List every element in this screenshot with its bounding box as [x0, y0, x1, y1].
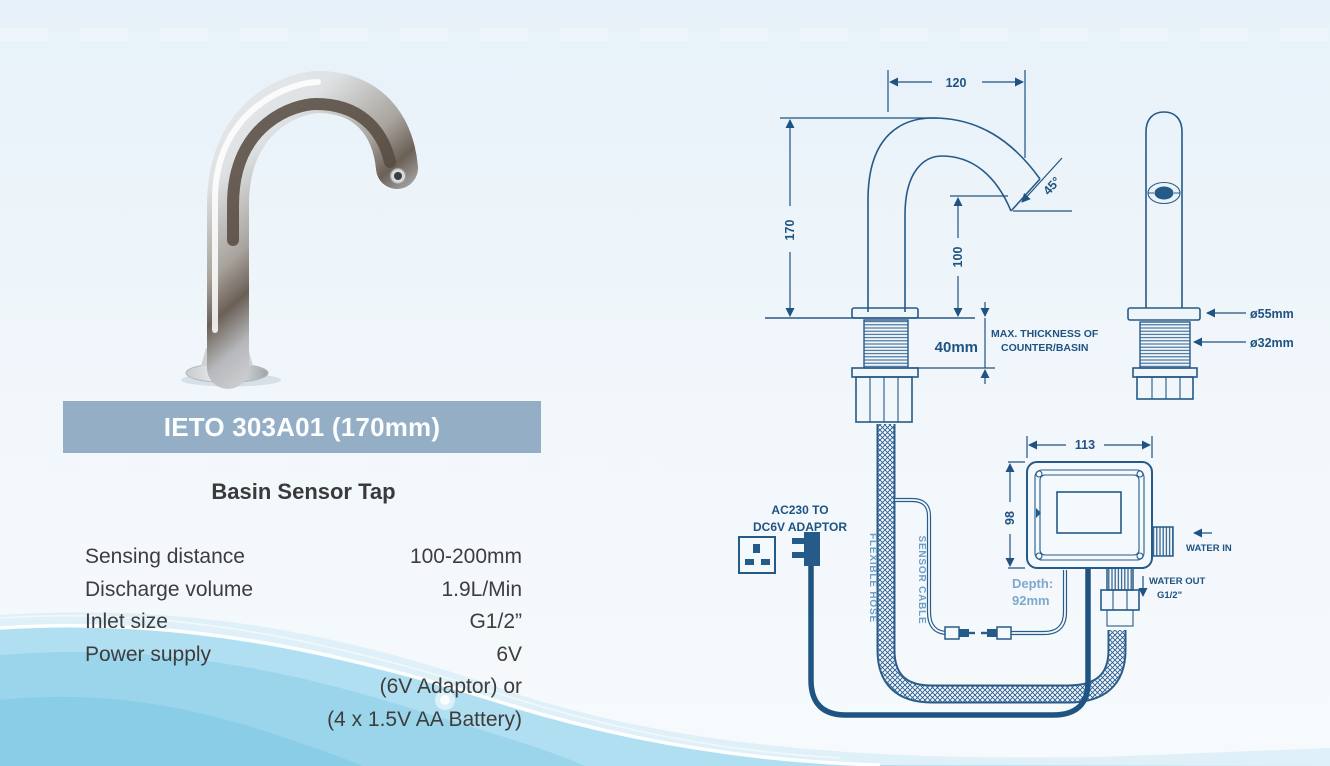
water-out-label-1: WATER OUT	[1149, 576, 1205, 587]
tap-side-view	[765, 117, 1041, 423]
box-width-text: 113	[1075, 438, 1095, 452]
water-out-label-2: G1/2"	[1157, 590, 1182, 601]
product-name: Basin Sensor Tap	[211, 479, 396, 504]
dim-height-text: 170	[783, 220, 797, 241]
dimension-angle-45: 45°	[1013, 157, 1072, 212]
model-banner-text: IETO 303A01 (170mm)	[163, 411, 441, 442]
dimension-height-170: 170	[783, 119, 797, 317]
spec-row: Discharge volume 1.9L/Min	[85, 574, 522, 607]
dimension-box-width-113: 113	[1026, 436, 1153, 458]
cable-connector-pair	[944, 626, 1012, 640]
tap-photo-shape	[181, 70, 418, 389]
spec-row: (6V Adaptor) or	[85, 671, 522, 704]
dimension-box-height-98: 98	[1003, 461, 1025, 569]
spec-label: Discharge volume	[85, 577, 254, 601]
model-banner: IETO 303A01 (170mm)	[63, 401, 541, 453]
product-photo-tap	[181, 70, 418, 389]
depth-value-text: 92mm	[1012, 593, 1050, 608]
spec-value: G1/2”	[469, 610, 522, 634]
depth-label-text: Depth:	[1012, 576, 1053, 591]
spec-label: Power supply	[85, 642, 212, 666]
flexible-hose-label: FLEXIBLE HOSE	[867, 533, 878, 623]
background-stripe	[0, 28, 1330, 41]
flange-dia-text: ø55mm	[1250, 307, 1294, 321]
water-wave-graphic	[0, 612, 1330, 766]
box-depth-label: Depth: 92mm	[1012, 576, 1053, 608]
shank-dia-text: ø32mm	[1250, 336, 1294, 350]
spec-label: Inlet size	[85, 610, 168, 634]
callout-flange-dia: ø55mm	[1206, 307, 1294, 321]
box-height-text: 98	[1003, 511, 1017, 525]
power-cable	[808, 564, 1091, 718]
spec-row: Inlet size G1/2”	[85, 606, 522, 639]
spec-list: Sensing distance 100-200mm Discharge vol…	[85, 541, 522, 737]
spec-row: (4 x 1.5V AA Battery)	[85, 704, 522, 737]
flexible-hose	[876, 424, 1127, 704]
spec-value: (4 x 1.5V AA Battery)	[327, 707, 522, 731]
spec-value: 100-200mm	[409, 545, 522, 568]
tap-front-view	[1127, 111, 1201, 400]
water-in-label: WATER IN	[1186, 543, 1232, 554]
technical-diagram: 120 170 100 45° 40mm MAX. THICKNESS OF C…	[738, 70, 1294, 718]
dimension-thickness-40mm: 40mm MAX. THICKNESS OF COUNTER/BASIN	[910, 302, 1099, 384]
dim-thickness-text: 40mm	[935, 339, 978, 356]
power-adaptor: AC230 TO DC6V ADAPTOR	[738, 503, 847, 574]
spec-label: Sensing distance	[85, 545, 245, 568]
mounting-nut	[855, 376, 913, 423]
control-box	[1026, 461, 1153, 569]
water-in-fitting: WATER IN	[1151, 526, 1232, 557]
water-out-fitting: WATER OUT G1/2"	[1100, 567, 1205, 627]
sensor-cable	[895, 497, 1068, 640]
corner-screws	[1035, 470, 1144, 560]
spec-row: Sensing distance 100-200mm	[85, 541, 522, 574]
spec-value: (6V Adaptor) or	[379, 675, 522, 699]
spec-value: 1.9L/Min	[441, 577, 522, 601]
power-plug-icon	[792, 532, 820, 566]
dim-outlet-text: 100	[951, 247, 965, 268]
dimension-reach-120: 120	[887, 70, 1026, 158]
sensor-cable-label: SENSOR CABLE	[916, 535, 927, 624]
sensor-window	[1147, 181, 1181, 205]
max-thickness-note-1: MAX. THICKNESS OF	[991, 328, 1099, 340]
spec-value: 6V	[496, 642, 522, 666]
callout-shank-dia: ø32mm	[1193, 336, 1294, 350]
dimension-outlet-100: 100	[950, 195, 1008, 317]
dim-reach-text: 120	[946, 76, 967, 90]
background-stripe	[0, 458, 660, 470]
adaptor-label-1: AC230 TO	[771, 503, 828, 517]
adaptor-label-2: DC6V ADAPTOR	[753, 520, 847, 534]
spec-row: Power supply 6V	[85, 639, 522, 672]
max-thickness-note-2: COUNTER/BASIN	[1001, 342, 1089, 354]
power-socket-icon	[738, 536, 776, 574]
control-box-window	[1056, 491, 1122, 534]
threaded-shank	[863, 319, 909, 369]
